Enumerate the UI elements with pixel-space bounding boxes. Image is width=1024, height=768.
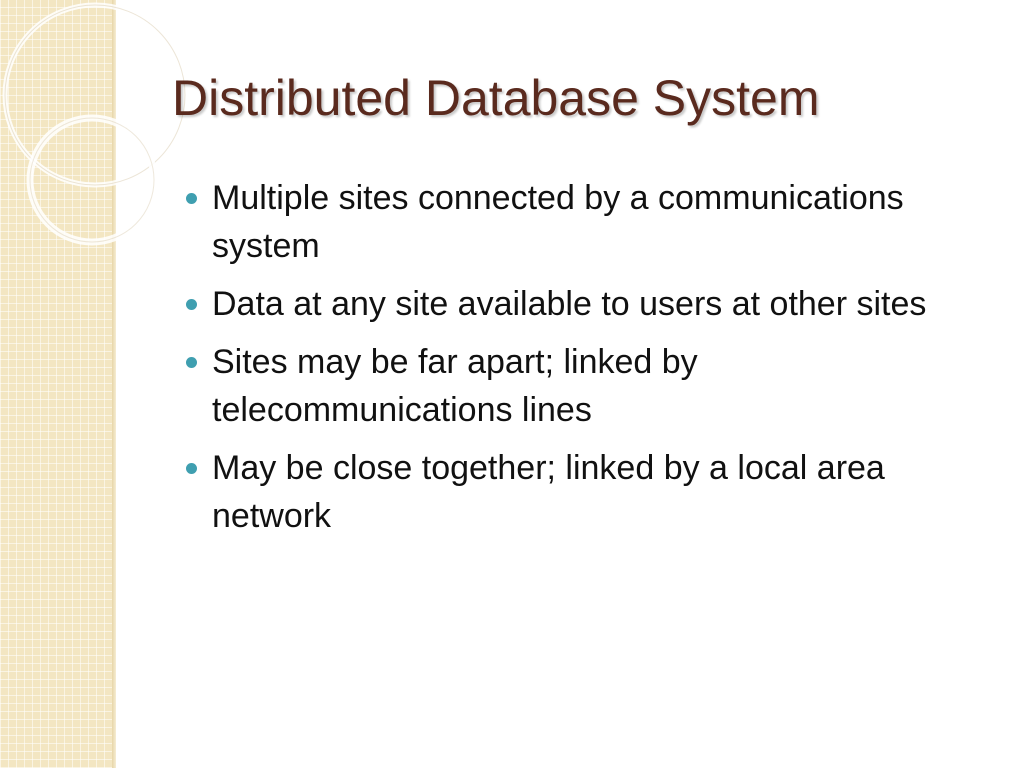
bullet-text: Multiple sites connected by a communicat… [212,179,904,265]
bullet-text: Sites may be far apart; linked by teleco… [212,343,698,429]
bullet-item: Data at any site available to users at o… [186,280,996,328]
bullet-dot-icon [186,357,197,368]
bullet-dot-icon [186,193,197,204]
bullet-dot-icon [186,299,197,310]
bullet-text: May be close together; linked by a local… [212,449,885,535]
slide-title: Distributed Database System [172,70,820,126]
decorative-strip-edge [112,0,116,768]
bullet-dot-icon [186,463,197,474]
bullet-item: May be close together; linked by a local… [186,444,996,540]
bullet-list: Multiple sites connected by a communicat… [186,174,996,550]
decorative-rings-icon [2,2,188,246]
bullet-item: Sites may be far apart; linked by teleco… [186,338,996,434]
bullet-text: Data at any site available to users at o… [212,285,927,323]
bullet-item: Multiple sites connected by a communicat… [186,174,996,270]
